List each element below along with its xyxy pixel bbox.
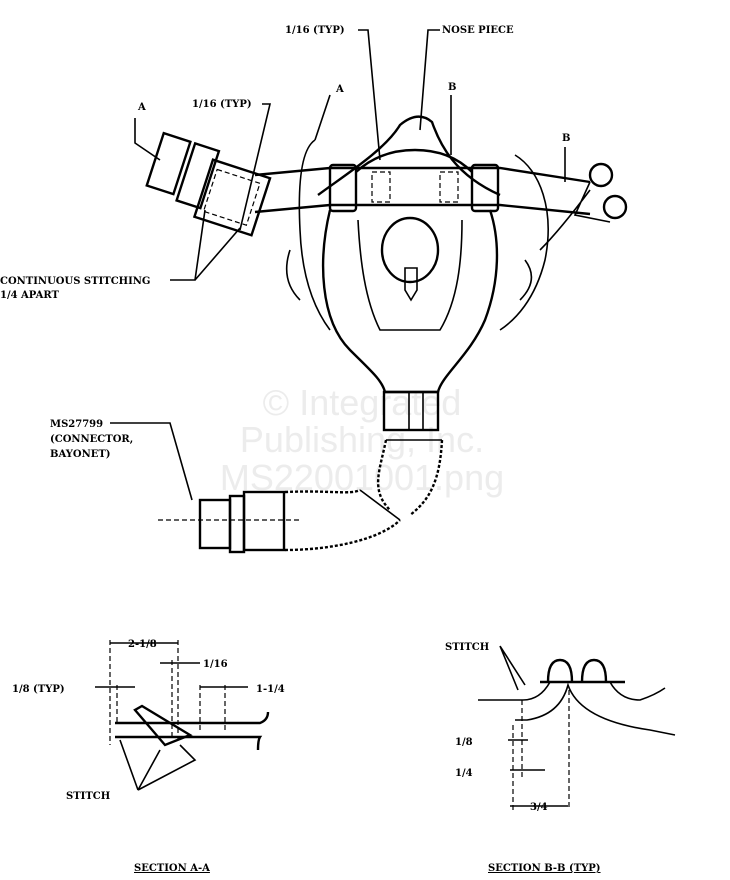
mask-inner bbox=[357, 219, 463, 331]
dim-2-1-8: 2-1/8 bbox=[128, 639, 157, 650]
stitching-label-line1: CONTINUOUS STITCHING bbox=[0, 276, 150, 287]
mask-top-outline bbox=[317, 115, 501, 197]
dim-1-1-4: 1-1/4 bbox=[256, 684, 285, 695]
face-seal-left bbox=[298, 139, 331, 331]
main-view-callouts: 1/16 (TYP) NOSE PIECE 1/16 (TYP) A A B B… bbox=[0, 25, 570, 501]
face-seal-right bbox=[499, 154, 549, 331]
section-b-marker-right: B bbox=[562, 133, 570, 144]
stitching-label-line2: 1/4 APART bbox=[0, 290, 59, 301]
section-a-marker-right: A bbox=[335, 84, 344, 95]
dim-b-3-4: 3/4 bbox=[530, 802, 548, 813]
svg-text:© Integrated: © Integrated bbox=[263, 382, 462, 423]
dim-b-1-8: 1/8 bbox=[455, 737, 473, 748]
nose-piece-label: NOSE PIECE bbox=[442, 25, 514, 36]
left-buckle bbox=[328, 163, 358, 213]
mask-drawing bbox=[145, 115, 628, 554]
ring-lower bbox=[602, 194, 628, 220]
connector-label-line3: BAYONET) bbox=[50, 449, 111, 460]
dim-1-16: 1/16 bbox=[203, 659, 228, 670]
svg-text:Publishing, Inc.: Publishing, Inc. bbox=[240, 419, 484, 460]
right-buckle bbox=[470, 163, 500, 213]
watermark: © Integrated Publishing, Inc. MS22001001… bbox=[220, 382, 504, 498]
mask-body-outline bbox=[321, 209, 499, 394]
hose-coupling bbox=[382, 390, 440, 432]
harness-strap bbox=[254, 166, 591, 216]
stitch-label-a: STITCH bbox=[66, 791, 110, 802]
section-a-marker-left: A bbox=[137, 102, 146, 113]
ring-upper bbox=[588, 162, 614, 188]
section-a-a: 2-1/8 1/16 1/8 (TYP) 1-1/4 STITCH SECTIO… bbox=[12, 639, 285, 874]
typ-label-left: 1/16 (TYP) bbox=[192, 99, 252, 110]
section-a-a-title: SECTION A-A bbox=[134, 863, 210, 874]
typ-label-top: 1/16 (TYP) bbox=[285, 25, 345, 36]
connector-label-line2: (CONNECTOR, bbox=[50, 434, 133, 445]
section-b-marker-left: B bbox=[448, 82, 456, 93]
bayonet-connector bbox=[158, 490, 300, 554]
valve bbox=[404, 267, 418, 302]
mask-window bbox=[380, 216, 440, 284]
left-strap-connector bbox=[145, 131, 272, 237]
dim-b-1-4: 1/4 bbox=[455, 768, 473, 779]
section-b-b-title: SECTION B-B (TYP) bbox=[488, 863, 601, 874]
connector-label-line1: MS27799 bbox=[50, 419, 103, 430]
stitch-label-b: STITCH bbox=[445, 642, 489, 653]
section-b-b: STITCH 1/8 1/4 3/4 SECTION B-B (TYP) bbox=[445, 642, 676, 874]
dim-1-8-typ: 1/8 (TYP) bbox=[12, 684, 65, 695]
